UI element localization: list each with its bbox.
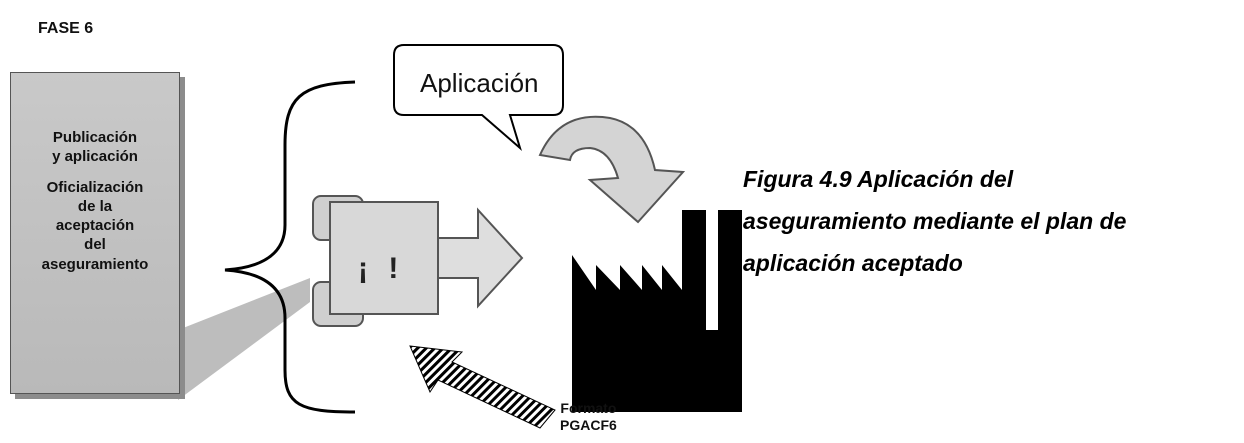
box-line: Oficialización xyxy=(46,179,144,196)
curly-brace xyxy=(224,80,356,414)
projection-shadow xyxy=(178,278,310,400)
box-line: aseguramiento xyxy=(41,256,149,273)
speech-bubble-text: Aplicación xyxy=(420,68,539,98)
phase-label: FASE 6 xyxy=(38,20,94,37)
tool-symbol: ¡ ! xyxy=(358,252,405,285)
box-line: y aplicación xyxy=(52,148,138,165)
speech-bubble xyxy=(393,44,564,152)
phase-box: Publicación y aplicación Oficialización … xyxy=(10,72,180,394)
striped-arrow xyxy=(409,345,556,429)
format-line-2: PGACF6 xyxy=(560,417,617,433)
tool-icon xyxy=(312,195,524,327)
format-line-1: Formato xyxy=(560,400,617,416)
format-label: Formato PGACF6 xyxy=(560,400,617,434)
caption-line-2: aseguramiento mediante el plan de xyxy=(743,208,1127,234)
box-line: Publicación xyxy=(52,129,138,146)
curved-arrow xyxy=(538,115,686,224)
box-line: aceptación xyxy=(55,217,135,234)
factory-icon xyxy=(572,210,742,412)
box-line: de la xyxy=(77,198,113,215)
caption-line-1: Figura 4.9 Aplicación del xyxy=(743,166,1014,192)
tool-arrow xyxy=(437,207,524,309)
box-line: del xyxy=(84,236,106,253)
figure-caption: Figura 4.9 Aplicación del aseguramiento … xyxy=(743,158,1243,284)
caption-line-3: aplicación aceptado xyxy=(743,250,963,276)
